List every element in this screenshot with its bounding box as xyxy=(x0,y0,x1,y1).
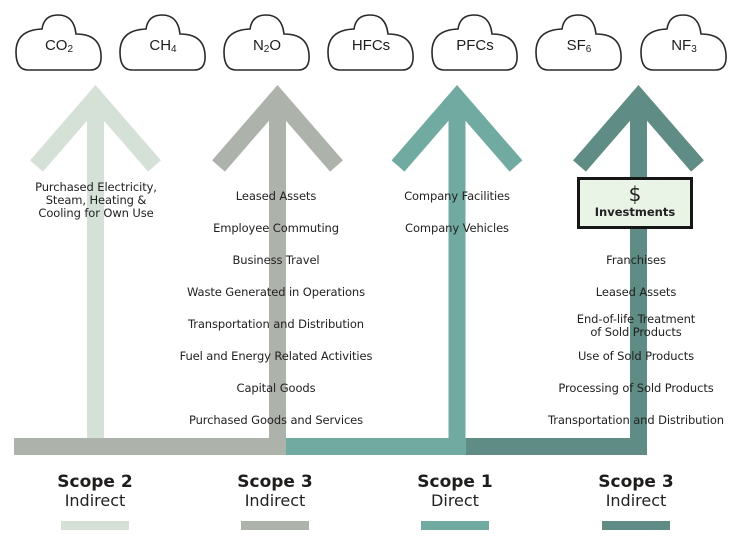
gas-label-nf3: NF3 xyxy=(671,37,697,55)
gas-label-pfcs: PFCs xyxy=(456,37,494,54)
base-bar-scope3-upstream xyxy=(14,438,286,455)
scope-legend-scope1: Scope 1 Direct xyxy=(385,472,525,530)
scope-name: Scope 1 xyxy=(417,472,493,492)
scope3-upstream-item: Fuel and Energy Related Activities xyxy=(179,349,373,363)
scope-color-swatch xyxy=(602,521,670,530)
gas-label-n2o: N2O xyxy=(252,37,282,55)
arrow-head-scope2 xyxy=(30,85,161,172)
base-bar-scope3-downstream xyxy=(466,438,647,455)
scope3-upstream-item: Transportation and Distribution xyxy=(188,317,364,331)
investments-label: Investments xyxy=(594,205,676,219)
scope3-upstream-item: Purchased Goods and Services xyxy=(188,413,364,427)
scope-color-swatch xyxy=(421,521,489,530)
scope3-upstream-item: Capital Goods xyxy=(236,381,316,395)
scope3-upstream-item: Employee Commuting xyxy=(213,221,339,235)
scope-name: Scope 2 xyxy=(57,472,133,492)
scope-type: Indirect xyxy=(605,491,667,510)
scope2-item: Cooling for Own Use xyxy=(38,206,154,220)
scope-type: Indirect xyxy=(64,491,126,510)
scope3-downstream-item: Use of Sold Products xyxy=(577,349,695,363)
cloud-icon-hfcs xyxy=(327,14,414,71)
scope3-downstream-item: End-of-life Treatment xyxy=(576,312,696,326)
scope3-downstream-item: Processing of Sold Products xyxy=(558,381,714,395)
gas-label-co2: CO2 xyxy=(44,37,74,55)
scope3-downstream-item: Leased Assets xyxy=(595,285,677,299)
scope3-downstream-item: of Sold Products xyxy=(590,325,682,339)
arrow-shaft-scope2 xyxy=(87,104,104,438)
scope3-upstream-item: Business Travel xyxy=(232,253,320,267)
gas-label-sf6: SF6 xyxy=(566,37,592,55)
cloud-icon-pfcs xyxy=(431,14,518,71)
scope-color-swatch xyxy=(61,521,129,530)
scope3-downstream-item: Franchises xyxy=(606,253,666,267)
cloud-icon-n2o xyxy=(223,14,310,71)
scope1-item: Company Vehicles xyxy=(405,221,509,235)
gas-label-ch4: CH4 xyxy=(149,37,177,55)
scope-name: Scope 3 xyxy=(598,472,674,492)
scope2-item: Steam, Heating & xyxy=(45,193,147,207)
scope-type: Direct xyxy=(431,491,479,510)
scope3-upstream-item: Leased Assets xyxy=(235,189,317,203)
arrow-head-scope3-upstream xyxy=(212,85,343,172)
scope2-item: Purchased Electricity, xyxy=(35,180,157,194)
cloud-icon-sf6 xyxy=(535,14,622,71)
scope-legend-scope3-downstream: Scope 3 Indirect xyxy=(566,472,706,530)
scope3-upstream-item: Waste Generated in Operations xyxy=(186,285,366,299)
investments-box: $ Investments xyxy=(577,177,693,229)
scope3-downstream-item: Transportation and Distribution xyxy=(548,413,724,427)
arrow-head-scope1 xyxy=(391,85,523,172)
base-bar-scope1 xyxy=(286,438,466,455)
arrow-shaft-scope1 xyxy=(448,104,466,455)
scope-name: Scope 3 xyxy=(237,472,313,492)
scope-legend-scope3-upstream: Scope 3 Indirect xyxy=(205,472,345,530)
dollar-icon: $ xyxy=(628,182,642,206)
gas-label-hfcs: HFCs xyxy=(351,37,391,54)
cloud-icon-ch4 xyxy=(119,14,206,71)
cloud-icon-nf3 xyxy=(640,14,727,71)
cloud-icon-co2 xyxy=(15,14,102,71)
arrow-shaft-scope3-downstream xyxy=(630,104,647,455)
scope-type: Indirect xyxy=(244,491,306,510)
scope1-item: Company Facilities xyxy=(404,189,510,203)
arrow-head-scope3-downstream xyxy=(573,85,704,172)
arrow-shaft-scope3-upstream xyxy=(269,104,286,455)
scope-color-swatch xyxy=(241,521,309,530)
scope-legend-scope2: Scope 2 Indirect xyxy=(25,472,165,530)
